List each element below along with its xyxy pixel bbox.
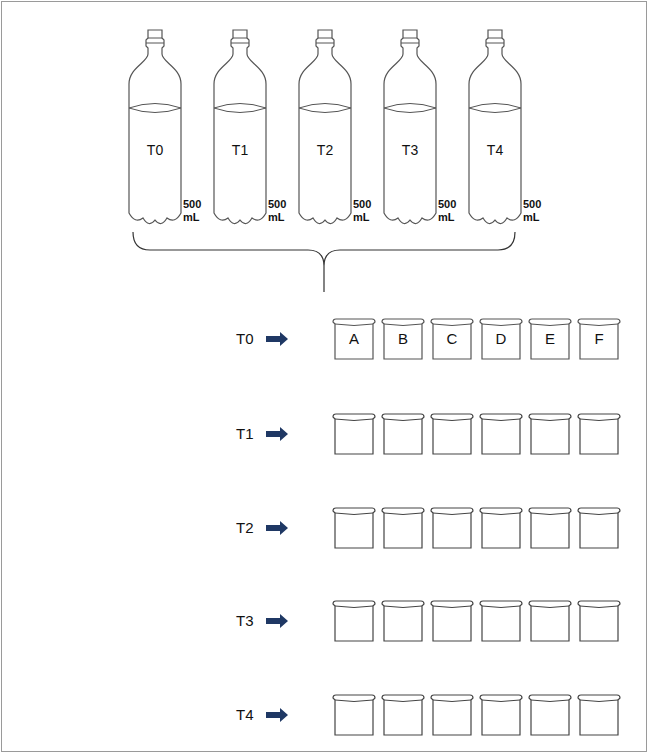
beaker [529,601,571,641]
beaker [382,508,424,548]
beaker-label: C [433,330,471,347]
bottle-detail [469,38,521,113]
beaker [333,601,375,641]
bottle-detail [384,38,436,113]
bottle-detail [129,38,181,113]
bottle-body [129,30,181,224]
beaker [578,695,620,735]
beaker [431,695,473,735]
beaker [333,414,375,454]
beaker: F [577,318,621,360]
bottle-label: T3 [380,142,440,158]
beaker: C [430,318,474,360]
volume-label: 500 mL [438,198,464,223]
bottle: T4500 mL [465,28,525,233]
beaker-label: F [580,330,618,347]
bottle-body [214,30,266,224]
bottle-detail [214,38,266,113]
beaker [431,508,473,548]
beaker-body [333,319,375,359]
beaker [333,695,375,735]
volume-label: 500 mL [353,198,379,223]
arrow-symbol [266,427,288,441]
beaker [382,695,424,735]
beaker-body [480,319,522,359]
beaker [480,601,522,641]
beaker: B [381,318,425,360]
beaker [578,508,620,548]
beaker: E [528,318,572,360]
beaker [382,414,424,454]
beaker-detail [384,324,422,326]
bottle: T1500 mL [210,28,270,233]
bottle-label: T4 [465,142,525,158]
bottle-detail [299,38,351,113]
bottle-outline [465,28,525,233]
arrow-symbol [266,332,288,346]
bottle-outline [210,28,270,233]
bottle: T3500 mL [380,28,440,233]
bottle-label: T1 [210,142,270,158]
beaker [480,508,522,548]
beaker [480,414,522,454]
beaker [578,601,620,641]
beaker-body [578,319,620,359]
beaker-detail [580,324,618,326]
beaker [529,414,571,454]
arrow-symbol [266,708,288,722]
beaker [333,508,375,548]
beaker [529,508,571,548]
row-label: T2 [236,519,254,536]
bottle: T2500 mL [295,28,355,233]
row-label: T3 [236,612,254,629]
beaker-label: B [384,330,422,347]
empty-beakers [333,414,620,735]
beaker [431,414,473,454]
beaker [480,695,522,735]
beaker [578,414,620,454]
beaker: D [479,318,523,360]
beaker: A [332,318,376,360]
beaker-body [431,319,473,359]
bottle-outline [295,28,355,233]
beaker-detail [335,324,373,326]
beaker [529,695,571,735]
bottle-label: T0 [125,142,185,158]
beaker [382,601,424,641]
row-label: T1 [236,425,254,442]
beaker-label: A [335,330,373,347]
volume-label: 500 mL [183,198,209,223]
beaker-body [529,319,571,359]
beaker-body [382,319,424,359]
bottle: T0500 mL [125,28,185,233]
beaker-detail [433,324,471,326]
beaker-label: D [482,330,520,347]
bottle-outline [125,28,185,233]
row-label: T4 [236,706,254,723]
bottle-body [469,30,521,224]
bracket [133,232,515,292]
bottle-label: T2 [295,142,355,158]
beaker-detail [531,324,569,326]
arrow-symbol [266,521,288,535]
beaker-label: E [531,330,569,347]
volume-label: 500 mL [268,198,294,223]
row-label: T0 [236,330,254,347]
beaker-detail [482,324,520,326]
arrow-symbol [266,614,288,628]
bottle-body [299,30,351,224]
volume-label: 500 mL [523,198,549,223]
beaker [431,601,473,641]
bottle-outline [380,28,440,233]
bottle-body [384,30,436,224]
row-arrows [266,332,288,722]
